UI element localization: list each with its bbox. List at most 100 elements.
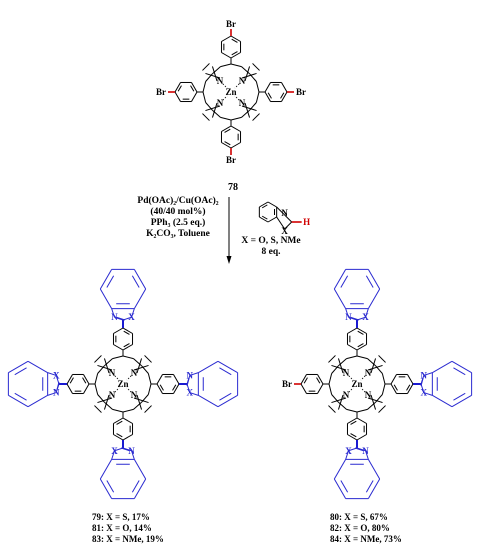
nitrogen-atom-label: N bbox=[187, 370, 194, 380]
azole-bond bbox=[284, 214, 293, 223]
pyrrole-nitrogen-label: N bbox=[131, 368, 138, 378]
double-bond bbox=[82, 377, 87, 384]
double-bond bbox=[224, 128, 231, 133]
ring-bond bbox=[133, 288, 147, 309]
azole-bond bbox=[276, 216, 286, 230]
yield-84: 84: X = NMe, 73% bbox=[330, 534, 402, 544]
benzazole-reagent: NXH bbox=[258, 201, 310, 236]
azole-bond bbox=[284, 221, 293, 230]
pyrrole-beta-double-bond bbox=[328, 355, 336, 363]
double-bond bbox=[177, 85, 182, 92]
yield-79: 79: X = S, 17% bbox=[92, 512, 150, 522]
pyrrole-bond bbox=[211, 102, 218, 118]
ring-bond bbox=[113, 344, 124, 351]
azole-bond bbox=[365, 450, 369, 460]
double-bond bbox=[261, 204, 268, 209]
double-bond bbox=[453, 367, 466, 376]
ring-bond bbox=[221, 142, 232, 149]
macrocycle-bond bbox=[112, 408, 124, 413]
conditions-catalyst: Pd(OAc)₂/Cu(OAc)₂ bbox=[137, 196, 219, 206]
azole-bond bbox=[122, 447, 132, 452]
azole-bond bbox=[47, 372, 57, 376]
macrocycle-bond bbox=[328, 373, 333, 385]
ring-bond bbox=[66, 374, 73, 385]
ring-bond bbox=[390, 383, 397, 394]
zinc-atom-label: Zn bbox=[225, 87, 236, 97]
ring-bond bbox=[27, 360, 48, 374]
pyrrole-bond bbox=[331, 364, 347, 371]
macrocycle-bond bbox=[230, 116, 242, 121]
azole-bond bbox=[345, 308, 349, 318]
ring-bond bbox=[267, 216, 277, 223]
ring-bond bbox=[173, 383, 180, 394]
pyrrole-beta-double-bond bbox=[252, 113, 260, 121]
pyrrole-nitrogen-label: N bbox=[109, 368, 116, 378]
double-bond bbox=[406, 384, 411, 391]
macrocycle-bond bbox=[122, 355, 134, 360]
macrocycle-bond bbox=[94, 383, 99, 395]
double-bond bbox=[106, 480, 115, 493]
macrocycle-bond bbox=[381, 373, 386, 385]
yield-81: 81: X = O, 14% bbox=[92, 523, 152, 533]
double-bond bbox=[340, 480, 349, 493]
n-zn-coordination bbox=[126, 387, 132, 393]
ring-bond bbox=[347, 434, 358, 441]
ring-bond bbox=[156, 383, 163, 394]
double-bond bbox=[131, 275, 140, 288]
pyrrole-nitrogen-label: N bbox=[109, 390, 116, 400]
reagent-x-options: X = O, S, NMe bbox=[241, 236, 301, 246]
double-bond bbox=[219, 367, 232, 376]
pyrrole-bond bbox=[97, 397, 113, 404]
ring-bond bbox=[113, 327, 124, 334]
macrocycle-bond bbox=[346, 408, 358, 413]
ring-bond bbox=[99, 459, 113, 480]
pyrrole-beta-double-bond bbox=[94, 405, 102, 413]
ring-bond bbox=[367, 478, 381, 499]
pyrrole-nitrogen-label: N bbox=[365, 390, 372, 400]
ring-bond bbox=[407, 374, 414, 385]
pyrrole-bond bbox=[370, 394, 377, 410]
double-bond bbox=[267, 92, 272, 99]
ring-bond bbox=[333, 459, 347, 480]
ring-bond bbox=[367, 459, 381, 480]
ring-bond bbox=[230, 35, 241, 42]
ring-bond bbox=[173, 374, 180, 385]
ring-bond bbox=[356, 417, 367, 424]
azole-bond bbox=[189, 372, 199, 376]
azole-bond bbox=[420, 383, 425, 393]
ring-bond bbox=[451, 394, 472, 408]
ring-bond bbox=[230, 125, 241, 132]
bromine-atom-label: Br bbox=[156, 87, 166, 97]
ring-bond bbox=[122, 434, 133, 441]
double-bond bbox=[393, 384, 398, 391]
pyrrole-bond bbox=[367, 397, 383, 404]
macrocycle-bond bbox=[147, 373, 152, 385]
pyrrole-nitrogen-label: N bbox=[239, 98, 246, 108]
reagent-info: X = O, S, NMe 8 eq. bbox=[238, 236, 304, 258]
ring-bond bbox=[99, 478, 113, 499]
pyrrole-bond bbox=[97, 364, 113, 371]
heteroatom-x-label: X bbox=[128, 312, 135, 322]
bromine-atom-label: Br bbox=[226, 19, 236, 29]
azole-bond bbox=[189, 392, 199, 396]
double-bond bbox=[340, 275, 349, 288]
macrocycle-bond bbox=[255, 91, 260, 103]
macrocycle-bond bbox=[94, 373, 99, 385]
pyrrole-bond bbox=[370, 358, 377, 374]
ring-bond bbox=[191, 82, 198, 93]
macrocycle-bond bbox=[220, 63, 232, 68]
ring-bond bbox=[333, 288, 347, 309]
reaction-arrow-head bbox=[226, 256, 232, 264]
ring-bond bbox=[264, 91, 271, 102]
double-bond bbox=[316, 377, 321, 384]
reagent-nitrogen-label: N bbox=[281, 208, 288, 218]
bromine-atom-label: Br bbox=[296, 87, 306, 97]
azole-bond bbox=[356, 447, 366, 452]
conditions-ligand: PPh₃ (2.5 eq.) bbox=[150, 218, 206, 228]
heteroatom-x-label: X bbox=[111, 446, 118, 456]
azole-bond bbox=[111, 450, 115, 460]
ring-bond bbox=[122, 327, 133, 334]
pyrrole-bond bbox=[103, 394, 110, 410]
